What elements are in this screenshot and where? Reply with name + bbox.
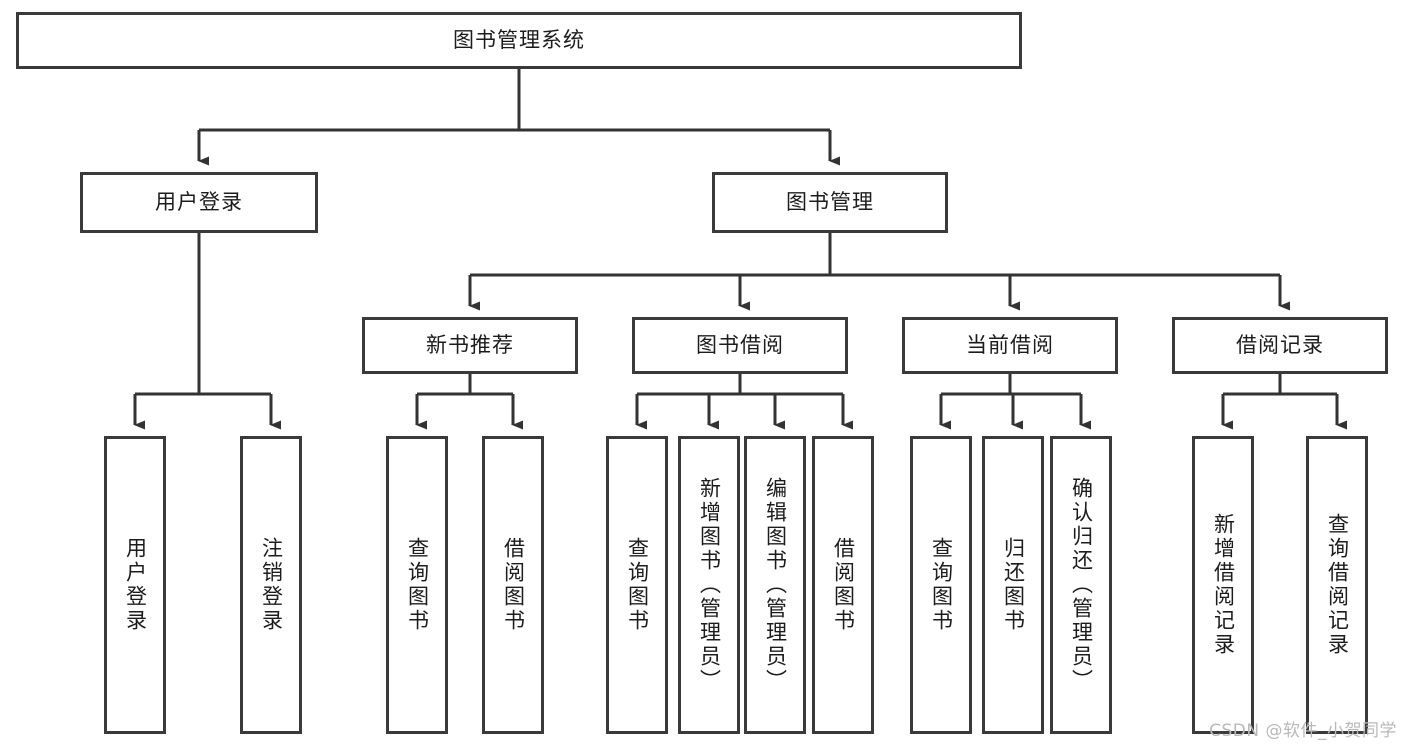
node-label: 注销登录 bbox=[259, 537, 284, 633]
node-label: 新书推荐 bbox=[426, 333, 514, 358]
node-current[interactable]: 当前借阅 bbox=[902, 317, 1118, 374]
node-borrow[interactable]: 图书借阅 bbox=[632, 317, 848, 374]
node-leaf-5[interactable]: 查询图书 bbox=[606, 436, 668, 734]
node-login[interactable]: 用户登录 bbox=[80, 172, 318, 233]
node-leaf-3[interactable]: 查询图书 bbox=[386, 436, 448, 734]
node-leaf-7[interactable]: 编辑图书（管理员） bbox=[744, 436, 806, 734]
node-label: 查询图书 bbox=[929, 537, 954, 633]
node-label: 用户登录 bbox=[123, 537, 148, 633]
node-label: 查询借阅记录 bbox=[1325, 513, 1350, 657]
node-bookmgmt[interactable]: 图书管理 bbox=[712, 172, 948, 233]
node-leaf-9[interactable]: 查询图书 bbox=[910, 436, 972, 734]
node-label: 新增图书（管理员） bbox=[697, 477, 722, 693]
node-label: 图书借阅 bbox=[696, 333, 784, 358]
node-leaf-12[interactable]: 新增借阅记录 bbox=[1192, 436, 1254, 734]
node-label: 当前借阅 bbox=[966, 333, 1054, 358]
node-leaf-13[interactable]: 查询借阅记录 bbox=[1306, 436, 1368, 734]
node-root[interactable]: 图书管理系统 bbox=[16, 12, 1022, 69]
node-label: 查询图书 bbox=[625, 537, 650, 633]
node-label: 图书管理 bbox=[786, 190, 874, 215]
node-leaf-2[interactable]: 注销登录 bbox=[240, 436, 302, 734]
node-label: 图书管理系统 bbox=[453, 28, 585, 53]
node-label: 借阅记录 bbox=[1236, 333, 1324, 358]
node-label: 归还图书 bbox=[1001, 537, 1026, 633]
node-label: 确认归还（管理员） bbox=[1069, 477, 1094, 693]
node-label: 编辑图书（管理员） bbox=[763, 477, 788, 693]
node-records[interactable]: 借阅记录 bbox=[1172, 317, 1388, 374]
node-leaf-10[interactable]: 归还图书 bbox=[982, 436, 1044, 734]
watermark-text: CSDN @软件_小贺同学 bbox=[1209, 721, 1397, 741]
node-label: 借阅图书 bbox=[831, 537, 856, 633]
node-label: 新增借阅记录 bbox=[1211, 513, 1236, 657]
node-newbook[interactable]: 新书推荐 bbox=[362, 317, 578, 374]
connector-layer bbox=[133, 69, 1347, 430]
node-leaf-1[interactable]: 用户登录 bbox=[104, 436, 166, 734]
node-label: 查询图书 bbox=[405, 537, 430, 633]
node-leaf-6[interactable]: 新增图书（管理员） bbox=[678, 436, 740, 734]
node-leaf-4[interactable]: 借阅图书 bbox=[482, 436, 544, 734]
node-leaf-8[interactable]: 借阅图书 bbox=[812, 436, 874, 734]
node-label: 用户登录 bbox=[155, 190, 243, 215]
node-leaf-11[interactable]: 确认归还（管理员） bbox=[1050, 436, 1112, 734]
node-label: 借阅图书 bbox=[501, 537, 526, 633]
